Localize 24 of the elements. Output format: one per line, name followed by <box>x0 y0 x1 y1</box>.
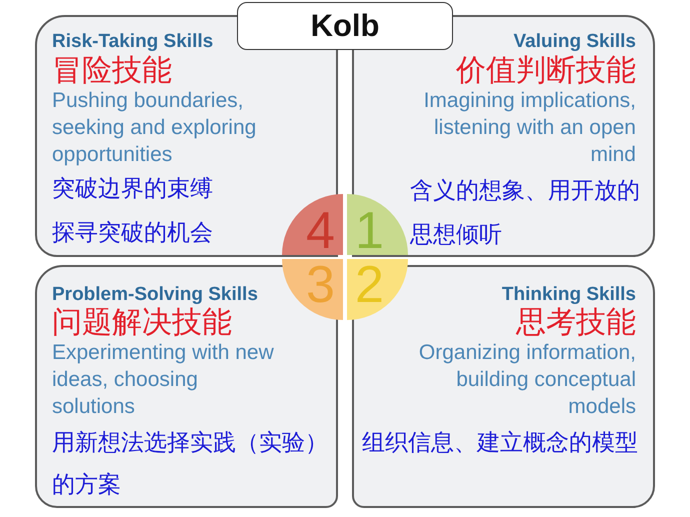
skill-heading: Problem-Solving Skills <box>52 284 258 306</box>
chinese-heading: 思考技能 <box>516 307 636 339</box>
segment-number: 2 <box>355 263 384 307</box>
segment-number: 1 <box>355 209 384 253</box>
skill-panel <box>35 265 338 508</box>
chinese-heading: 问题解决技能 <box>52 307 232 339</box>
chinese-description: 含义的想象、用开放的思想倾听 <box>410 176 641 249</box>
skill-description: Imagining implications, listening with an open mind <box>422 88 636 168</box>
skill-description: Organizing information, building conceptual models <box>418 340 636 420</box>
chinese-heading: 价值判断技能 <box>456 55 636 87</box>
skill-heading: Thinking Skills <box>502 284 636 306</box>
chinese-description: 突破边界的束缚 <box>52 174 213 203</box>
segment-number: 3 <box>306 263 335 307</box>
chinese-heading: 冒险技能 <box>52 55 172 87</box>
skill-heading: Risk-Taking Skills <box>52 31 214 53</box>
skill-description: Pushing boundaries, seeking and exploring opportunities <box>52 88 258 168</box>
chinese-description: 用新想法选择实践（实验）的方案 <box>52 428 329 499</box>
skill-description: Experimenting with new ideas, choosing solutions <box>52 340 275 420</box>
title-banner: Kolb <box>237 2 453 50</box>
chinese-description: 组织信息、建立概念的模型 <box>362 428 638 457</box>
segment-number: 4 <box>306 209 335 253</box>
skill-panel <box>352 265 655 508</box>
chinese-description: 探寻突破的机会 <box>52 218 213 247</box>
skill-heading: Valuing Skills <box>514 31 636 53</box>
